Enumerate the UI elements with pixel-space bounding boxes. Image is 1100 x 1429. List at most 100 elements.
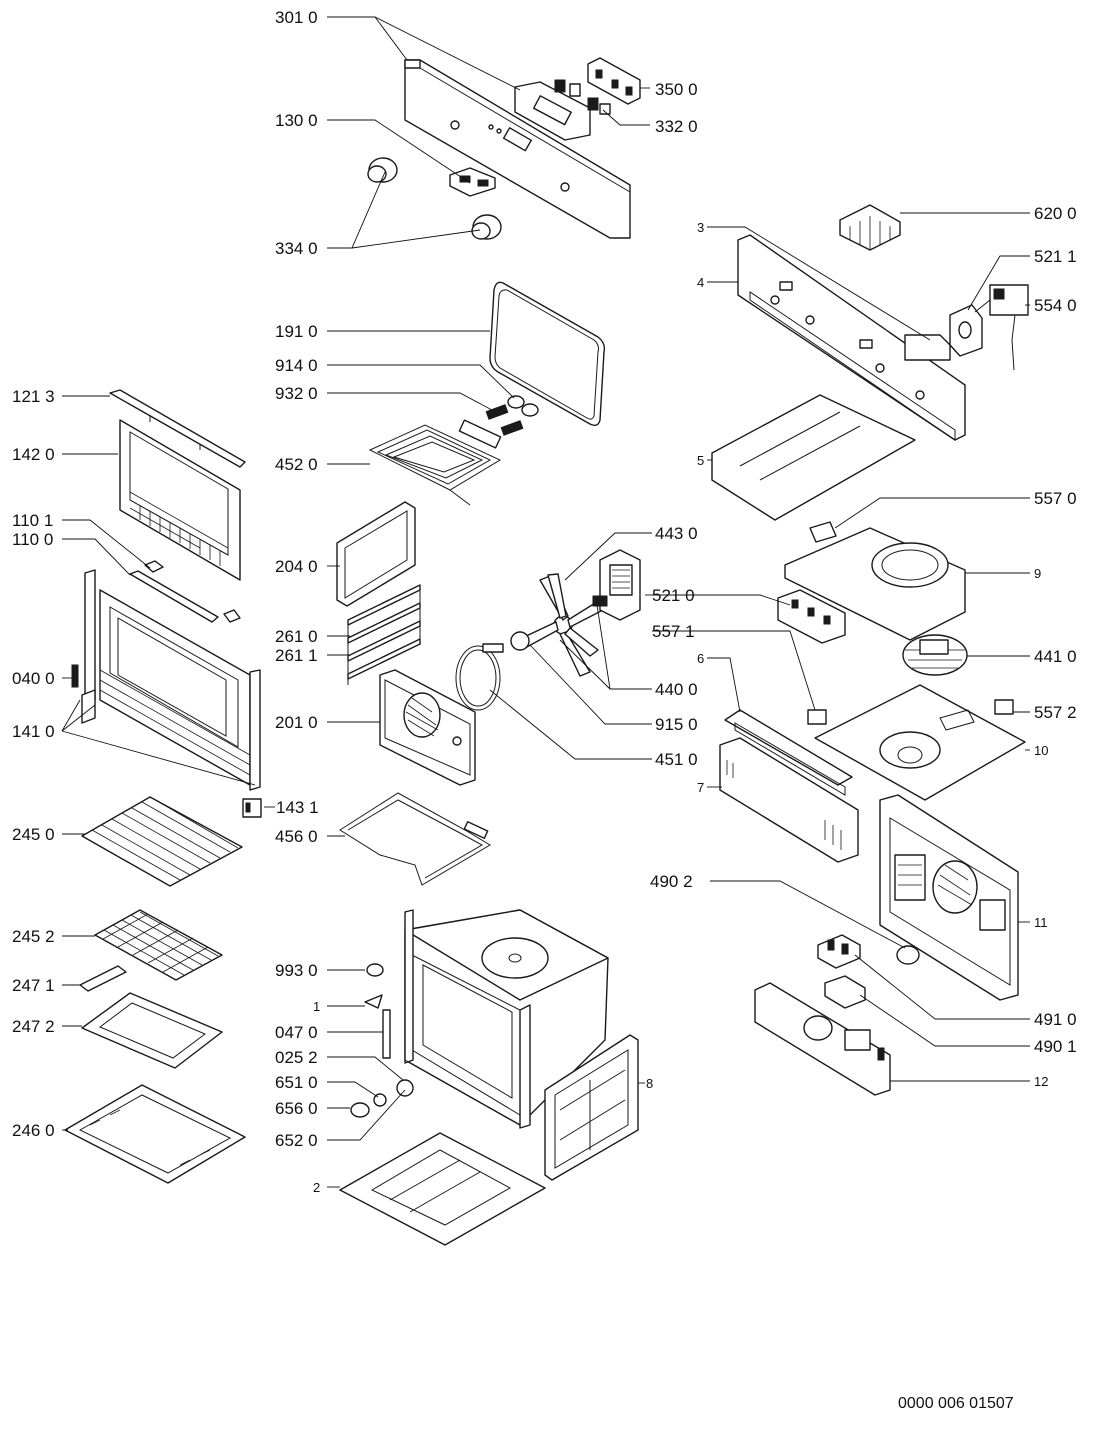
lamp-490-2 — [896, 945, 920, 965]
cavity-bottom-plate — [339, 1132, 546, 1246]
door-handle — [129, 570, 219, 623]
label-047-0: 047 0 — [275, 1023, 318, 1042]
front-frame-4 — [737, 234, 966, 441]
label-521-0: 521 0 — [652, 586, 695, 605]
label-121-3: 121 3 — [12, 387, 55, 406]
fan-cover — [379, 669, 476, 786]
label-6: 6 — [697, 651, 704, 666]
label-247-1: 247 1 — [12, 976, 55, 995]
cavity-back-plate — [544, 1034, 639, 1181]
label-557-1: 557 1 — [652, 622, 695, 641]
cooling-fan-441 — [902, 634, 968, 676]
label-110-1: 110 1 — [12, 511, 53, 530]
thermostat-554 — [974, 284, 1029, 371]
label-3: 3 — [697, 220, 704, 235]
front-rail-6 — [724, 709, 853, 796]
shelf-supports-261 — [347, 584, 421, 685]
circular-element — [455, 643, 504, 711]
fan-blade — [521, 573, 604, 677]
label-261-1: 261 1 — [275, 646, 318, 665]
label-620-0: 620 0 — [1034, 204, 1077, 223]
door-hinge-rails — [71, 569, 261, 791]
label-10: 10 — [1034, 743, 1048, 758]
side-grid-204 — [336, 501, 416, 607]
document-number: 0000 006 01507 — [898, 1395, 1014, 1412]
label-025-2: 025 2 — [275, 1048, 318, 1067]
hinge-clip — [144, 560, 241, 623]
label-245-0: 245 0 — [12, 825, 55, 844]
thermostat-521-1 — [949, 304, 983, 357]
label-521-1: 521 1 — [1034, 247, 1077, 266]
label-491-0: 491 0 — [1034, 1010, 1077, 1029]
label-334-0: 334 0 — [275, 239, 318, 258]
rear-panel-11 — [879, 794, 1019, 1001]
top-plate-10 — [814, 684, 1026, 801]
lamp-holder-490-1 — [824, 975, 866, 1009]
fan-motor — [592, 549, 641, 621]
label-130-0: 130 0 — [275, 111, 318, 130]
service-panel-12 — [754, 982, 891, 1096]
label-350-0: 350 0 — [655, 80, 698, 99]
label-914-0: 914 0 — [275, 356, 318, 375]
fan-nut-914 — [507, 395, 539, 417]
label-8: 8 — [646, 1076, 653, 1091]
grill-rack — [94, 909, 223, 981]
label-141-0: 141 0 — [12, 722, 55, 741]
baking-tray — [64, 1084, 246, 1184]
rear-profile-7 — [719, 737, 859, 863]
oven-cavity — [404, 909, 609, 1129]
part-labels: 301 0 350 0 332 0 130 0 334 0 191 0 914 … — [12, 8, 1077, 1412]
switch-block-521-0 — [777, 589, 846, 644]
label-915-0: 915 0 — [655, 715, 698, 734]
fan-housing-9 — [784, 521, 966, 641]
lamp-holder-130 — [449, 167, 496, 197]
label-246-0: 246 0 — [12, 1121, 55, 1140]
drip-tray — [81, 992, 223, 1069]
label-557-2: 557 2 — [1034, 703, 1077, 722]
door-catch-143 — [242, 798, 262, 818]
cavity-misc-parts — [350, 963, 414, 1118]
label-490-2: 490 2 — [650, 872, 693, 891]
label-245-2: 245 2 — [12, 927, 55, 946]
label-452-0: 452 0 — [275, 455, 318, 474]
label-110-0: 110 0 — [12, 530, 53, 549]
label-440-0: 440 0 — [655, 680, 698, 699]
label-932-0: 932 0 — [275, 384, 318, 403]
label-490-1: 490 1 — [1034, 1037, 1077, 1056]
label-1: 1 — [313, 999, 320, 1014]
thermostat-557 — [807, 699, 1014, 725]
label-993-0: 993 0 — [275, 961, 318, 980]
rack-support-247 — [79, 965, 127, 992]
bracket-3 — [904, 334, 951, 361]
label-261-0: 261 0 — [275, 627, 318, 646]
wire-shelf — [81, 796, 243, 887]
terminal-block-620 — [839, 204, 901, 251]
label-451-0: 451 0 — [655, 750, 698, 769]
bottom-element — [339, 792, 491, 886]
label-9: 9 — [1034, 566, 1041, 581]
fan-nut-915 — [510, 631, 530, 651]
label-204-0: 204 0 — [275, 557, 318, 576]
label-142-0: 142 0 — [12, 445, 55, 464]
control-panel — [404, 59, 631, 239]
knob-334 — [367, 157, 502, 240]
label-12: 12 — [1034, 1074, 1048, 1089]
label-040-0: 040 0 — [12, 669, 55, 688]
label-11: 11 — [1034, 915, 1048, 930]
outer-door-glass — [119, 419, 241, 581]
label-201-0: 201 0 — [275, 713, 318, 732]
label-554-0: 554 0 — [1034, 296, 1077, 315]
spring-932 — [485, 404, 524, 436]
label-2: 2 — [313, 1180, 320, 1195]
label-652-0: 652 0 — [275, 1131, 318, 1150]
door-top-profile — [109, 389, 246, 468]
top-panel-5 — [711, 394, 916, 521]
label-247-2: 247 2 — [12, 1017, 55, 1036]
label-443-0: 443 0 — [655, 524, 698, 543]
label-143-1: 143 1 — [276, 798, 319, 817]
label-5: 5 — [697, 453, 704, 468]
label-332-0: 332 0 — [655, 117, 698, 136]
label-651-0: 651 0 — [275, 1073, 318, 1092]
label-301-0: 301 0 — [275, 8, 318, 27]
